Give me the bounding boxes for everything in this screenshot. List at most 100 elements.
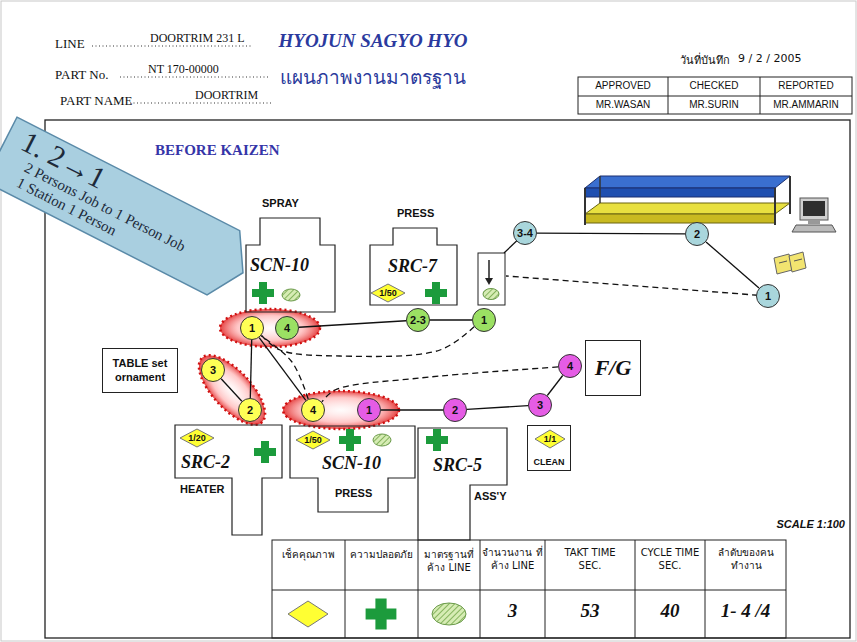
safety-cross xyxy=(425,282,447,304)
legend-table xyxy=(272,540,786,638)
field-value: DOORTRIM 231 L xyxy=(150,31,245,46)
legend-table xyxy=(272,540,786,638)
date-label: วันที่บันทึก xyxy=(620,51,730,69)
kanban-papers xyxy=(794,259,802,261)
operator-step-circle: 3 xyxy=(201,358,225,382)
walk-line xyxy=(537,232,685,234)
machine-code: SRC-2 xyxy=(181,452,230,473)
step-number: 1 xyxy=(249,322,255,334)
machine-station: 1/50SCN-10PRESS xyxy=(288,424,418,514)
walk-line xyxy=(299,321,406,328)
scale-note: SCALE 1:100 xyxy=(735,518,845,530)
operator-step-circle: 4 xyxy=(301,398,325,422)
chart-title: HYOJUN SAGYO HYO xyxy=(243,30,503,52)
operator-step-circle: 2 xyxy=(685,222,709,246)
computer-icon xyxy=(808,220,820,224)
computer-icon xyxy=(792,225,836,232)
step-number: 4 xyxy=(310,404,316,416)
material-chute xyxy=(478,253,505,305)
walk-line xyxy=(467,406,528,410)
machine-station: 1/50PRESSSRC-7 xyxy=(366,202,462,310)
machine-station: 1/20SRC-2HEATER xyxy=(172,423,284,537)
material-chute xyxy=(488,260,490,280)
quality-check-diamond: 1/50 xyxy=(296,431,330,449)
operator-step-circle: 2 xyxy=(443,398,467,422)
table-value: 40 xyxy=(635,600,705,622)
field-value: DOORTRIM xyxy=(195,88,258,103)
highlight-ring xyxy=(188,309,399,435)
walk-line xyxy=(430,319,472,320)
legend-label: ความปลอดภัย xyxy=(345,548,418,561)
chart-title-thai: แผนภาพงานมาตรฐาน xyxy=(263,62,483,92)
standard-stock-oval xyxy=(282,289,300,301)
storage-rack xyxy=(774,188,776,225)
table-header: ลำดับของคน ทำงาน xyxy=(708,546,784,572)
storage-rack xyxy=(584,188,586,225)
storage-rack xyxy=(585,176,790,188)
station-box: TABLE set ornament xyxy=(102,348,178,393)
table-header: TAKT TIME SEC. xyxy=(560,546,620,572)
walk-line xyxy=(259,338,306,401)
legend-symbol xyxy=(288,601,328,627)
return-walk-line xyxy=(261,336,308,399)
step-number: 3 xyxy=(537,399,543,411)
operator-step-circle: 2-3 xyxy=(406,308,430,332)
kanban-papers xyxy=(779,261,787,263)
machine-code: SCN-10 xyxy=(322,453,381,474)
table-cell: CHECKED xyxy=(668,80,760,91)
diamond-outline xyxy=(296,431,330,449)
step-number: 1 xyxy=(481,314,487,326)
station-name: PRESS xyxy=(335,487,372,499)
storage-rack xyxy=(789,176,791,214)
step-number: 4 xyxy=(567,360,573,372)
table-value: 1- 4 /4 xyxy=(705,600,786,622)
safety-cross xyxy=(254,441,276,463)
walk-line xyxy=(706,242,759,288)
computer-icon xyxy=(792,198,836,232)
table-value: 53 xyxy=(545,600,635,622)
table-cell: MR.AMMARIN xyxy=(760,99,852,110)
legend-table xyxy=(418,540,419,638)
legend-table xyxy=(480,540,481,638)
operator-step-circle: 1 xyxy=(472,308,496,332)
diamond-outline xyxy=(535,430,565,448)
machine-outline xyxy=(370,228,457,305)
approval-table xyxy=(668,77,669,114)
legend-table xyxy=(345,540,346,638)
station-name: ASS'Y xyxy=(474,490,507,502)
machine-code: SCN-10 xyxy=(250,255,309,276)
legend-symbol xyxy=(432,603,466,625)
table-cell: REPORTED xyxy=(760,80,852,91)
storage-rack xyxy=(599,176,601,203)
walk-line xyxy=(506,276,768,296)
machine-outline xyxy=(418,428,507,540)
section-heading: BEFORE KAIZEN xyxy=(155,142,280,159)
diamond-outline xyxy=(371,284,405,302)
highlight-ring xyxy=(188,345,276,435)
legend-table xyxy=(545,540,546,638)
operator-step-circle: 3 xyxy=(528,393,552,417)
step-number: 2-3 xyxy=(410,314,426,326)
operator-step-circle: 4 xyxy=(558,354,582,378)
table-cell: APPROVED xyxy=(578,80,668,91)
station-name: SPRAY xyxy=(262,197,299,209)
check-frequency: 1/50 xyxy=(304,435,322,445)
field-value: NT 170-00000 xyxy=(148,62,219,77)
operator-step-circle: 1 xyxy=(240,316,264,340)
return-walk-line xyxy=(322,367,558,402)
station-name: PRESS xyxy=(397,207,434,219)
quality-check-diamond: 1/20 xyxy=(180,429,214,447)
station-box: 1/1CLEAN xyxy=(527,425,571,471)
diamond-outline xyxy=(180,429,214,447)
material-chute xyxy=(478,253,505,305)
walk-line xyxy=(547,376,562,396)
legend-table xyxy=(705,540,706,638)
station-label: TABLE set ornament xyxy=(103,357,177,383)
field-name: PART No. xyxy=(55,67,108,83)
step-number: 3 xyxy=(210,364,216,376)
machine-outline xyxy=(290,426,415,512)
station-box: F/G xyxy=(585,340,641,396)
step-number: 3-4 xyxy=(517,227,533,239)
approval-table xyxy=(578,77,852,114)
walk-line xyxy=(221,379,242,401)
